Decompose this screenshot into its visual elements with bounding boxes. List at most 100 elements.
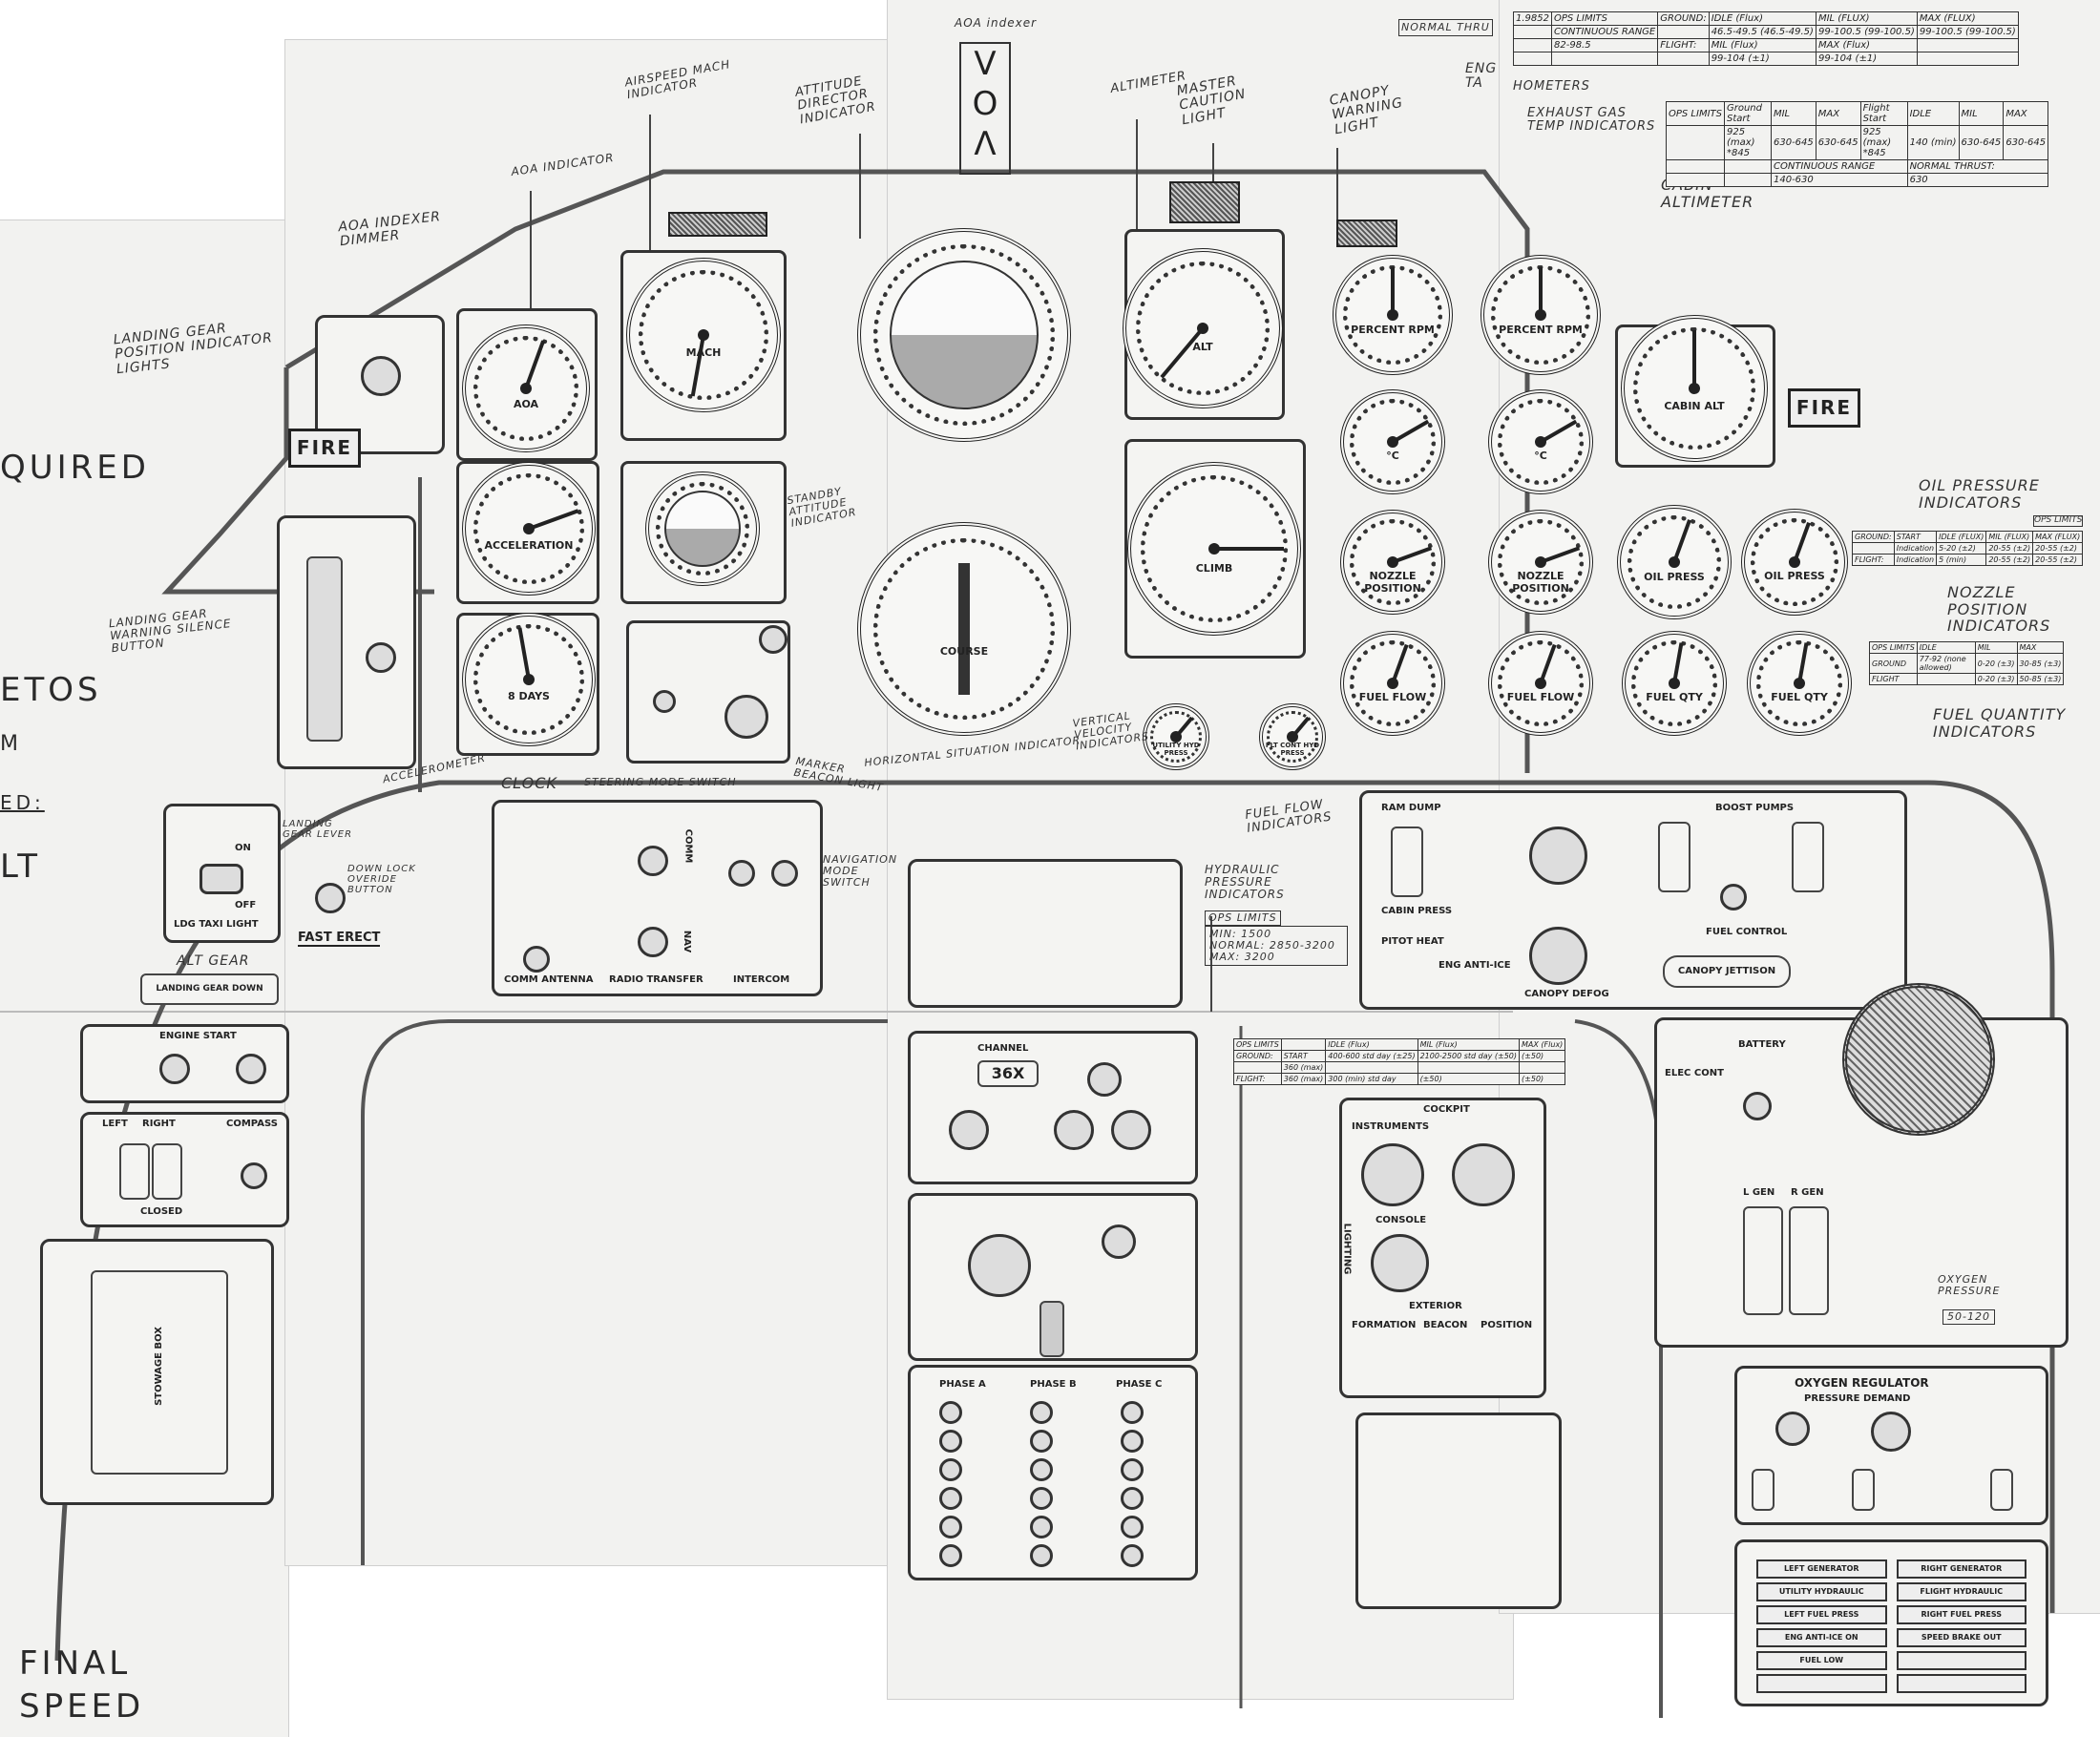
cabin-temp-knob[interactable] [1529, 827, 1587, 885]
diluter-lever[interactable] [1852, 1469, 1875, 1511]
ils-knob[interactable] [968, 1234, 1031, 1297]
annotation-oxygen-pressure: OXYGEN PRESSURE [1938, 1273, 2014, 1298]
circuit-breaker[interactable] [939, 1401, 962, 1424]
engine-start-right-button[interactable] [236, 1054, 266, 1084]
circuit-breaker[interactable] [939, 1430, 962, 1453]
landing-gear-lever[interactable] [306, 556, 343, 742]
hydraulic-max: MAX: 3200 [1209, 951, 1275, 964]
emergency-lever[interactable] [1752, 1469, 1774, 1511]
caution-light: FLIGHT HYDRAULIC [1896, 1582, 2026, 1601]
caution-light: RIGHT FUEL PRESS [1896, 1605, 2026, 1624]
intercom-knob[interactable] [728, 860, 755, 887]
cell: 20-55 (±2) [2032, 554, 2084, 566]
circuit-breaker[interactable] [1121, 1401, 1144, 1424]
gauge-hub [523, 674, 535, 685]
compass-switch[interactable] [241, 1162, 267, 1189]
gauge-scale-ticks [872, 243, 1056, 427]
channel-knob[interactable] [949, 1110, 989, 1150]
ram-dump-switch[interactable] [1391, 827, 1423, 897]
nav-mode-switch[interactable] [724, 695, 768, 739]
gauge-hub [1535, 556, 1546, 568]
circuit-breaker[interactable] [1030, 1516, 1053, 1538]
stowage-box[interactable]: STOWAGE BOX [40, 1239, 274, 1505]
master-caution-light [1169, 181, 1240, 223]
circuit-breaker[interactable] [1121, 1458, 1144, 1481]
r-gen-switch[interactable] [1789, 1206, 1829, 1315]
caution-light: RIGHT GENERATOR [1896, 1559, 2026, 1579]
annotation-clock: CLOCK [501, 774, 557, 792]
circuit-breaker[interactable] [939, 1516, 962, 1538]
circuit-breaker[interactable] [939, 1458, 962, 1481]
left-fuel-switch[interactable] [119, 1143, 150, 1200]
annotation-tachometers: HOMETERS [1513, 79, 1590, 94]
circuit-breaker[interactable] [1030, 1430, 1053, 1453]
circuit-breaker[interactable] [1121, 1516, 1144, 1538]
ils-volume-knob[interactable] [1102, 1224, 1136, 1259]
l-gen-switch[interactable] [1743, 1206, 1783, 1315]
right-boost-pump-switch[interactable] [1792, 822, 1824, 892]
col-header: MAX [2003, 101, 2049, 126]
landing-gear-down-label: LANDING GEAR DOWN [156, 984, 263, 994]
circuit-breaker[interactable] [1121, 1544, 1144, 1567]
col-header: START [1280, 1050, 1327, 1062]
comm-antenna-switch[interactable] [523, 946, 550, 973]
oxygen-diluter-knob[interactable] [1871, 1412, 1911, 1452]
cell: Indication [1893, 554, 1938, 566]
landing-gear-warning-silence-button[interactable] [366, 642, 396, 673]
ils-slider[interactable] [1040, 1301, 1064, 1357]
console-lighting-knob[interactable] [1452, 1143, 1515, 1206]
phase-b-label: PHASE B [1030, 1379, 1077, 1390]
intercom-knob[interactable] [771, 860, 798, 887]
mode-knob[interactable] [1111, 1110, 1151, 1150]
battery-switch[interactable] [1743, 1092, 1772, 1120]
flood-lighting-knob[interactable] [1371, 1234, 1429, 1292]
left-label: LEFT [102, 1119, 128, 1129]
canopy-defog-label: CANOPY DEFOG [1524, 989, 1609, 999]
circuit-breaker[interactable] [1030, 1544, 1053, 1567]
col-header: MAX (Flux) [1519, 1038, 1566, 1051]
flight-label: FLIGHT: [1657, 38, 1710, 52]
crossfeed-switch[interactable] [1720, 884, 1747, 910]
oxygen-regulator-panel: OXYGEN REGULATOR PRESSURE DEMAND [1734, 1366, 2048, 1525]
gauge-label: PERCENT RPM [1499, 324, 1583, 337]
col-header: MIL (FLUX) [1985, 531, 2034, 543]
left-boost-pump-switch[interactable] [1658, 822, 1690, 892]
landing-gear-down-button[interactable]: LANDING GEAR DOWN [140, 973, 279, 1005]
circuit-breaker[interactable] [939, 1487, 962, 1510]
circuit-breaker[interactable] [1030, 1458, 1053, 1481]
gauge-label: CABIN ALT [1664, 399, 1725, 412]
gauge-hub [1387, 556, 1398, 568]
comm-knob[interactable] [638, 846, 668, 876]
volume-knob[interactable] [1087, 1062, 1122, 1097]
down-lock-override-button[interactable] [315, 883, 346, 913]
gauge-scale-ticks [1350, 640, 1436, 726]
annotation-down-lock: DOWN LOCK OVERIDE BUTTON [347, 864, 416, 895]
canopy-jettison-handle[interactable]: CANOPY JETTISON [1663, 955, 1791, 988]
circuit-breaker[interactable] [1121, 1487, 1144, 1510]
ldg-taxi-light-switch[interactable] [200, 864, 243, 894]
ram-dump-label: RAM DUMP [1381, 803, 1441, 813]
canopy-defog-knob[interactable] [1529, 927, 1587, 985]
circuit-breaker[interactable] [1030, 1487, 1053, 1510]
circuit-breaker[interactable] [1030, 1401, 1053, 1424]
rpm-indicator-left: PERCENT RPM [1333, 255, 1453, 375]
col-header: MIL (Flux) [1417, 1038, 1521, 1051]
aoa-indexer-dimmer-knob[interactable] [361, 356, 401, 396]
channel-knob[interactable] [1054, 1110, 1094, 1150]
engine-start-left-button[interactable] [159, 1054, 190, 1084]
right-fuel-switch[interactable] [152, 1143, 182, 1200]
gauge-scale-ticks [472, 335, 579, 442]
supply-lever[interactable] [1990, 1469, 2013, 1511]
circuit-breaker[interactable] [939, 1544, 962, 1567]
note-fragment: M [0, 732, 22, 756]
cell: 2100-2500 std day (±50) [1417, 1050, 1521, 1062]
steering-mode-switch[interactable] [653, 690, 676, 713]
eng-anti-ice-label: ENG ANTI-ICE [1438, 960, 1511, 971]
cell: 0-20 (±3) [1974, 673, 2018, 685]
nav-knob[interactable] [638, 927, 668, 957]
circuit-breaker[interactable] [1121, 1430, 1144, 1453]
standby-attitude-indicator [645, 471, 760, 586]
instruments-lighting-knob[interactable] [1361, 1143, 1424, 1206]
console-label: CONSOLE [1376, 1215, 1427, 1225]
